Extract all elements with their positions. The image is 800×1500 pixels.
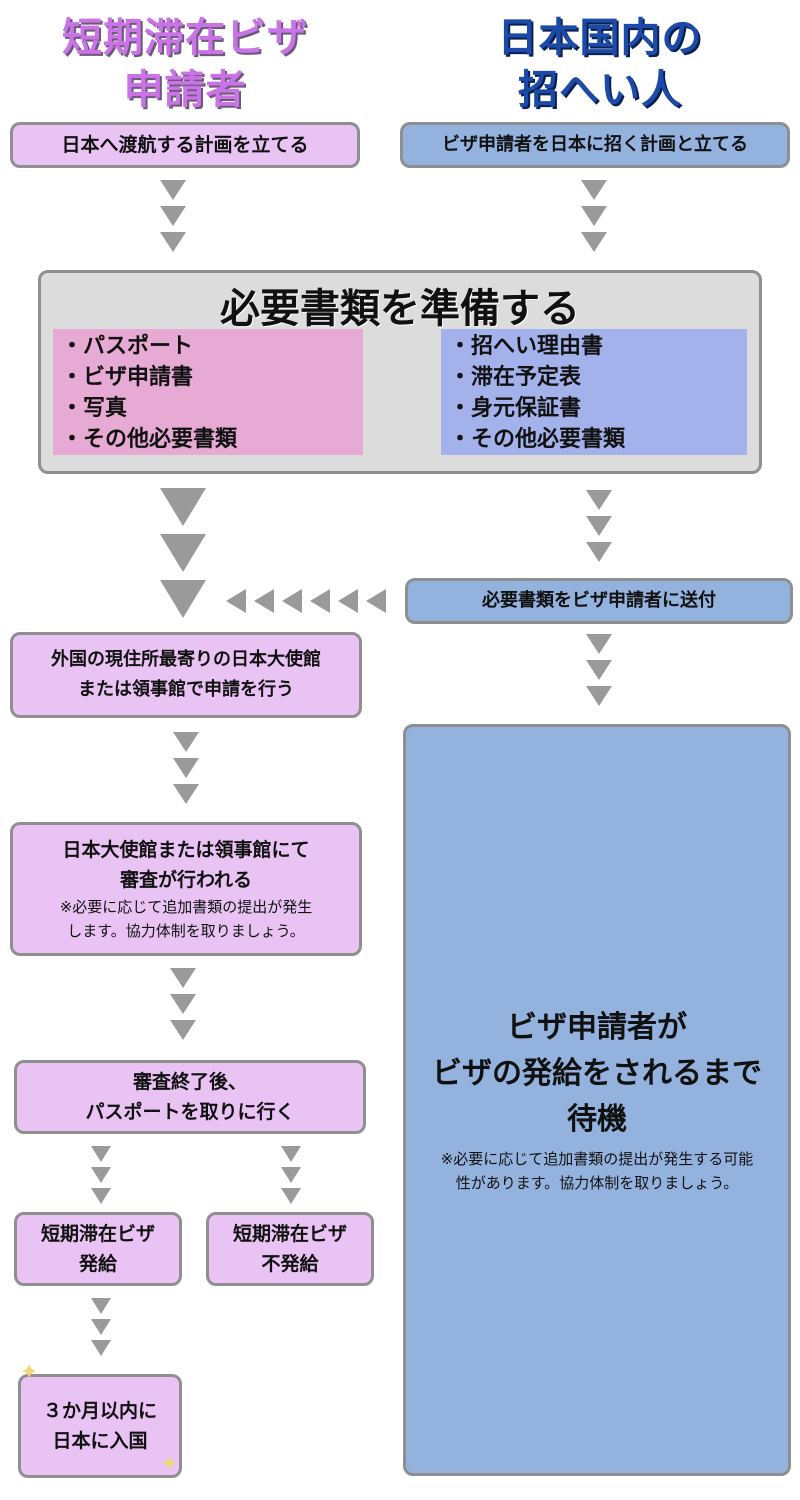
left-arrow-icon [226,589,246,613]
list-item: 身元保証書 [449,393,739,424]
issued-text-line2: 発給 [78,1253,117,1275]
not-issued-text-line2: 不発給 [261,1253,319,1275]
wait-box: ビザ申請者が ビザの発給をされるまで 待機 ※必要に応じて追加書類の提出が発生す… [403,724,791,1476]
applicant-header-line1: 短期滞在ビザ [62,15,308,61]
list-item: 滞在予定表 [449,362,739,393]
applicant-document-list: パスポート ビザ申請書 写真 その他必要書類 [53,329,363,455]
not-issued-text-line1: 短期滞在ビザ [232,1223,347,1245]
arrow-group-not-issued [281,1146,301,1209]
down-arrow-icon [160,488,206,526]
down-arrow-icon [586,660,612,680]
down-arrow-icon [91,1340,111,1356]
down-arrow-icon [91,1188,111,1204]
left-arrow-group [226,589,386,613]
down-arrow-icon [160,580,206,618]
list-item: その他必要書類 [61,424,355,455]
down-arrow-icon [160,180,186,200]
visa-not-issued-box: 短期滞在ビザ 不発給 [206,1212,374,1286]
list-item: 招へい理由書 [449,331,739,362]
arrow-group-applicant-3 [173,732,199,810]
down-arrow-icon [170,1020,196,1040]
arrow-group-applicant-4 [170,968,196,1046]
list-item: その他必要書類 [449,424,739,455]
send-documents-box: 必要書類をビザ申請者に送付 [405,578,793,624]
down-arrow-icon [586,542,612,562]
pickup-text-line2: パスポートを取りに行く [85,1101,295,1123]
prepare-documents-box: 必要書類を準備する パスポート ビザ申請書 写真 その他必要書類 招へい理由書 … [38,270,762,474]
arrow-group-inviter-1 [581,180,607,258]
inviter-plan-box: ビザ申請者を日本に招く計画と立てる [400,122,790,168]
arrow-group-applicant-2 [160,488,206,626]
down-arrow-icon [91,1146,111,1162]
arrow-group-inviter-2 [586,490,612,568]
list-item: ビザ申請書 [61,362,355,393]
apply-text-line2: または領事館で申請を行う [78,679,294,700]
pickup-text-line1: 審査終了後、 [132,1071,247,1093]
applicant-plan-text: 日本へ渡航する計画を立てる [61,134,309,156]
down-arrow-icon [160,232,186,252]
wait-text-line3: 待機 [567,1102,627,1137]
applicant-plan-box: 日本へ渡航する計画を立てる [10,122,360,168]
left-arrow-icon [310,589,330,613]
down-arrow-icon [581,232,607,252]
down-arrow-icon [281,1167,301,1183]
down-arrow-icon [581,180,607,200]
review-note-line2: します。協力体制を取りましょう。 [67,922,305,940]
down-arrow-icon [173,732,199,752]
down-arrow-icon [586,490,612,510]
applicant-header-line2: 申請者 [123,67,247,113]
list-item: 写真 [61,393,355,424]
sparkle-icon: ✦ [160,1452,179,1477]
review-box: 日本大使館または領事館にて 審査が行われる ※必要に応じて追加書類の提出が発生 … [10,822,362,956]
arrow-group-inviter-3 [586,634,612,712]
entry-box: ３か月以内に 日本に入国 [18,1374,182,1478]
down-arrow-icon [173,758,199,778]
applicant-header: 短期滞在ビザ 申請者 [20,12,350,116]
left-arrow-icon [282,589,302,613]
review-text-line1: 日本大使館または領事館にて [62,839,310,861]
review-text-line2: 審査が行われる [119,869,253,891]
down-arrow-icon [160,206,186,226]
down-arrow-icon [91,1167,111,1183]
entry-text-line1: ３か月以内に [42,1400,157,1422]
issued-text-line1: 短期滞在ビザ [40,1223,155,1245]
list-item: パスポート [61,331,355,362]
inviter-plan-text: ビザ申請者を日本に招く計画と立てる [442,134,748,155]
down-arrow-icon [586,686,612,706]
wait-note-line1: ※必要に応じて追加書類の提出が発生する可能 [440,1150,754,1168]
down-arrow-icon [586,634,612,654]
down-arrow-icon [170,994,196,1014]
down-arrow-icon [281,1146,301,1162]
left-arrow-icon [366,589,386,613]
entry-text-line2: 日本に入国 [52,1430,148,1452]
down-arrow-icon [170,968,196,988]
down-arrow-icon [281,1188,301,1204]
visa-issued-box: 短期滞在ビザ 発給 [14,1212,182,1286]
wait-note-line2: 性があります。協力体制を取りましょう。 [455,1174,739,1192]
wait-text-line2: ビザの発給をされるまで [432,1056,762,1091]
down-arrow-icon [586,516,612,536]
inviter-document-list: 招へい理由書 滞在予定表 身元保証書 その他必要書類 [441,329,747,455]
pickup-box: 審査終了後、 パスポートを取りに行く [14,1060,366,1134]
down-arrow-icon [91,1319,111,1335]
left-arrow-icon [338,589,358,613]
down-arrow-icon [160,534,206,572]
send-documents-text: 必要書類をビザ申請者に送付 [482,590,716,611]
wait-text-line1: ビザ申請者が [507,1010,687,1045]
down-arrow-icon [91,1298,111,1314]
prepare-title: 必要書類を準備する [220,286,580,332]
left-arrow-icon [254,589,274,613]
review-note-line1: ※必要に応じて追加書類の提出が発生 [59,898,313,916]
arrow-group-applicant-1 [160,180,186,258]
apply-box: 外国の現住所最寄りの日本大使館 または領事館で申請を行う [10,632,362,718]
inviter-header-line1: 日本国内の [497,15,703,61]
inviter-header-line2: 招へい人 [518,67,682,113]
apply-text-line1: 外国の現住所最寄りの日本大使館 [51,649,321,670]
down-arrow-icon [173,784,199,804]
down-arrow-icon [581,206,607,226]
inviter-header: 日本国内の 招へい人 [430,12,770,116]
arrow-group-entry [91,1298,111,1361]
sparkle-icon: ✦ [20,1360,39,1385]
arrow-group-issued [91,1146,111,1209]
